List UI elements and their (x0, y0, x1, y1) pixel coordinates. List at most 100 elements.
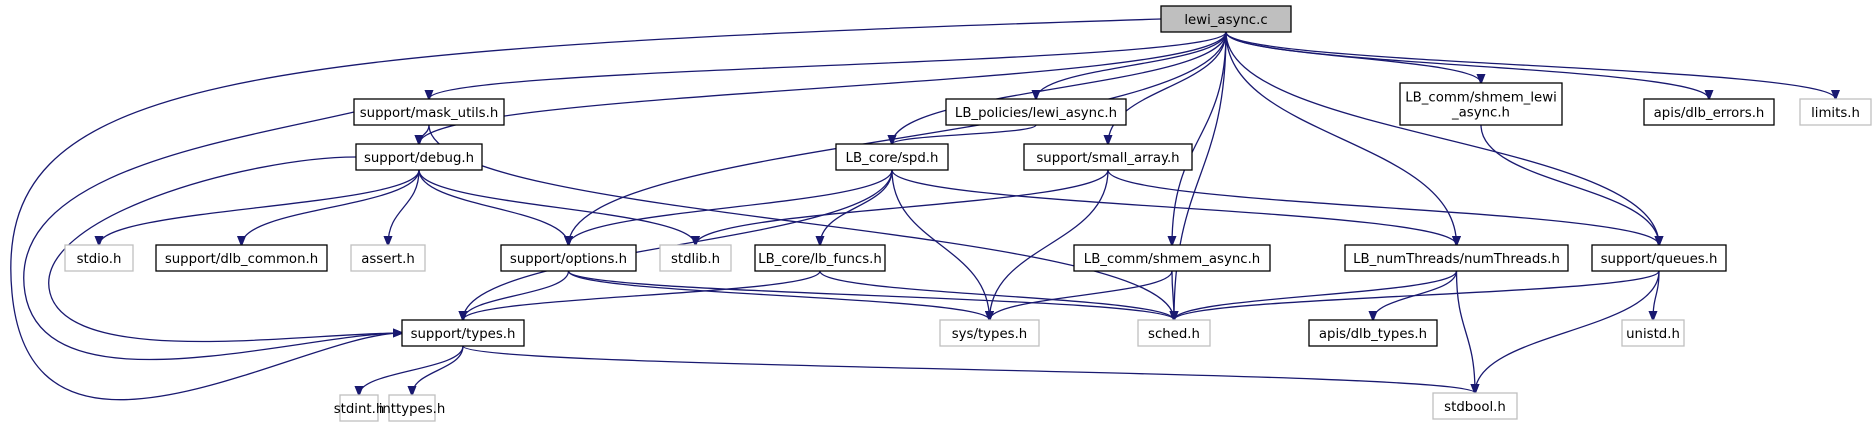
node-sys-types: sys/types.h (939, 319, 1040, 347)
node-label: support/options.h (510, 252, 627, 267)
node-mask-utils[interactable]: support/mask_utils.h (353, 98, 505, 126)
edge-spd-to-numThreads (891, 169, 1457, 245)
edge-debug-to-dlb_common (242, 169, 420, 245)
node-box (1308, 319, 1438, 347)
node-label: LB_policies/lewi_async.h (955, 106, 1117, 121)
edge-lewi_async_c-to-shmem_async (1172, 31, 1227, 245)
node-lewi-async-h[interactable]: LB_policies/lewi_async.h (945, 98, 1127, 126)
edge-debug-to-assert (388, 169, 420, 245)
edge-spd-to-options (569, 169, 893, 245)
edge-lb_funcs-to-sched (819, 270, 1174, 320)
edge-mask_utils-to-types (23, 111, 402, 361)
node-label: support/dlb_common.h (165, 252, 318, 267)
node-small-array[interactable]: support/small_array.h (1023, 143, 1193, 171)
edge-lewi_async_c-to-options (569, 31, 1227, 245)
node-label: sched.h (1148, 327, 1200, 342)
edge-debug-to-types (48, 156, 402, 343)
node-box (1432, 392, 1518, 420)
edge-debug-to-options (418, 169, 569, 245)
node-box (353, 98, 505, 126)
node-box (355, 143, 483, 171)
edge-lewi_async_c-to-dlb_errors (1225, 31, 1709, 99)
edges-layer (10, 18, 1836, 401)
node-stdlib: stdlib.h (659, 244, 732, 272)
edge-types-to-inttypes (412, 345, 464, 395)
edge-small_array-to-stdlib (696, 169, 1109, 245)
node-shmem-async[interactable]: LB_comm/shmem_async.h (1073, 244, 1271, 272)
node-shmem-lewi-async[interactable]: LB_comm/shmem_lewi_async.h (1399, 82, 1563, 126)
node-box (155, 244, 328, 272)
node-options[interactable]: support/options.h (500, 244, 637, 272)
node-box (500, 244, 637, 272)
node-label: LB_comm/shmem_lewi (1405, 91, 1557, 106)
edge-shmem_lewi_async-to-queues (1480, 124, 1659, 245)
node-debug[interactable]: support/debug.h (355, 143, 483, 171)
node-box (1023, 143, 1193, 171)
node-assert: assert.h (350, 244, 426, 272)
node-dlb-common[interactable]: support/dlb_common.h (155, 244, 328, 272)
node-label: LB_numThreads/numThreads.h (1353, 252, 1560, 267)
node-box (939, 319, 1040, 347)
node-sched: sched.h (1137, 319, 1211, 347)
node-lewi-async-c[interactable]: lewi_async.c (1160, 5, 1292, 33)
node-label: assert.h (361, 252, 415, 267)
node-queues[interactable]: support/queues.h (1591, 244, 1727, 272)
node-label: apis/dlb_errors.h (1654, 106, 1765, 121)
edge-lewi_async_c-to-mask_utils (429, 31, 1227, 99)
edge-debug-to-stdio (99, 169, 420, 245)
node-box (64, 244, 134, 272)
node-box (659, 244, 732, 272)
edge-lewi_async_c-to-queues (1225, 31, 1659, 245)
edge-lewi_async_c-to-numThreads (1225, 31, 1457, 245)
node-label: LB_core/spd.h (846, 151, 939, 166)
node-lb-funcs[interactable]: LB_core/lb_funcs.h (754, 244, 886, 272)
node-stdio: stdio.h (64, 244, 134, 272)
edge-lewi_async_c-to-small_array (1108, 31, 1227, 144)
node-types[interactable]: support/types.h (401, 319, 525, 347)
node-label: support/mask_utils.h (360, 106, 499, 121)
node-dlb-errors[interactable]: apis/dlb_errors.h (1643, 98, 1775, 126)
node-dlb-types[interactable]: apis/dlb_types.h (1308, 319, 1438, 347)
node-inttypes: inttypes.h (379, 394, 445, 422)
node-box (1399, 82, 1563, 126)
node-box (350, 244, 426, 272)
edge-lewi_async_c-to-debug (419, 31, 1227, 144)
edge-debug-to-stdlib (418, 169, 696, 245)
node-label: support/queues.h (1601, 252, 1718, 267)
node-unistd: unistd.h (1621, 319, 1685, 347)
edge-options-to-sys_types (567, 270, 990, 320)
edge-lb_funcs-to-types (463, 270, 821, 320)
node-stdbool: stdbool.h (1432, 392, 1518, 420)
node-limits: limits.h (1799, 98, 1872, 126)
node-box (1591, 244, 1727, 272)
node-box (1621, 319, 1685, 347)
edge-lewi_async_h-to-spd (892, 124, 1037, 144)
nodes-layer: lewi_async.c support/mask_utils.h LB_polic… (64, 5, 1872, 422)
node-label: apis/dlb_types.h (1319, 327, 1427, 342)
node-spd[interactable]: LB_core/spd.h (835, 143, 949, 171)
node-label: unistd.h (1626, 327, 1680, 342)
node-label: LB_core/lb_funcs.h (758, 252, 882, 267)
node-label: _async.h (1451, 106, 1510, 121)
edge-shmem_async-to-sys_types (990, 270, 1173, 320)
node-box (1344, 244, 1569, 272)
edge-types-to-stdint (359, 345, 464, 395)
node-box (945, 98, 1127, 126)
node-box (754, 244, 886, 272)
node-box (1073, 244, 1271, 272)
edge-queues-to-sched (1174, 270, 1660, 320)
node-label: stdbool.h (1444, 400, 1506, 415)
node-label: stdlib.h (671, 252, 720, 267)
node-label: support/debug.h (364, 151, 474, 166)
node-box (835, 143, 949, 171)
edge-types-to-stdbool (462, 345, 1475, 393)
node-label: support/types.h (411, 327, 516, 342)
node-label: sys/types.h (952, 327, 1028, 342)
edge-lewi_async_c-to-types (10, 18, 1162, 401)
node-numThreads[interactable]: LB_numThreads/numThreads.h (1344, 244, 1569, 272)
node-label: stdint.h (334, 402, 385, 417)
edge-numThreads-to-sched (1174, 270, 1458, 320)
edge-numThreads-to-stdbool (1455, 270, 1476, 393)
node-label: lewi_async.c (1184, 13, 1267, 28)
edge-small_array-to-queues (1107, 169, 1659, 245)
